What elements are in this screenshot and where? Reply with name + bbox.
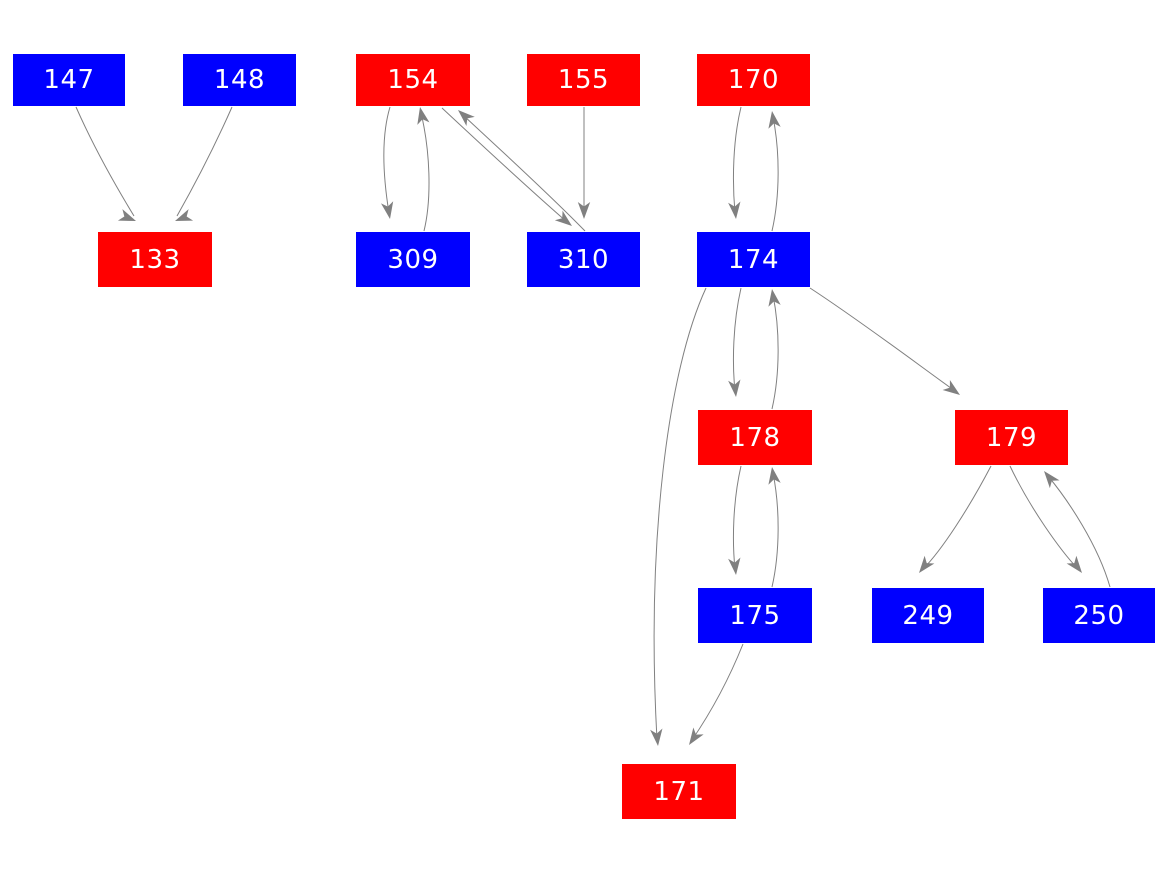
graph-edge-174-to-179	[809, 287, 960, 395]
graph-node-250[interactable]: 250	[1043, 588, 1155, 643]
edge-arrowhead	[768, 467, 781, 485]
graph-edge-179-to-249	[919, 465, 992, 573]
edge-arrowhead	[577, 202, 591, 219]
graph-node-174[interactable]: 174	[697, 232, 810, 287]
graph-node-label: 148	[213, 65, 266, 95]
edge-arrowhead	[175, 209, 194, 221]
graph-node-label: 170	[727, 65, 780, 95]
edge-line	[691, 643, 744, 741]
edge-line	[922, 465, 992, 570]
edge-line	[732, 465, 742, 570]
edge-line	[176, 106, 233, 217]
edge-arrowhead	[458, 110, 475, 127]
edge-arrowhead	[942, 379, 960, 395]
graph-node-147[interactable]: 147	[13, 54, 125, 106]
graph-node-label: 171	[653, 776, 705, 807]
graph-node-155[interactable]: 155	[527, 54, 640, 106]
edge-line	[462, 114, 586, 232]
graph-edge-154-to-309	[380, 106, 394, 219]
graph-node-label: 155	[557, 65, 610, 95]
graph-node-label: 178	[729, 422, 781, 453]
graph-edge-175-to-171	[689, 643, 744, 745]
graph-edge-174-to-170	[768, 111, 781, 232]
edge-arrowhead	[1066, 555, 1082, 573]
graph-edge-148-to-133	[175, 106, 233, 221]
edge-line	[441, 107, 568, 223]
graph-edge-174-to-178	[728, 287, 742, 397]
edge-arrowhead	[689, 727, 704, 745]
edge-arrowhead	[417, 107, 430, 125]
graph-edge-175-to-178	[768, 467, 781, 588]
graph-node-label: 147	[43, 65, 95, 95]
graph-edge-178-to-175	[728, 465, 742, 575]
edge-arrowhead	[554, 210, 572, 226]
edge-arrowhead	[768, 289, 781, 307]
edge-arrowhead	[728, 557, 741, 575]
graph-edge-309-to-154	[417, 107, 430, 232]
graph-node-178[interactable]: 178	[698, 410, 812, 465]
edge-line	[771, 116, 779, 232]
graph-node-154[interactable]: 154	[356, 54, 470, 106]
graph-node-171[interactable]: 171	[622, 764, 736, 819]
edge-line	[75, 106, 135, 217]
edge-line	[1047, 475, 1111, 588]
edge-line	[771, 472, 779, 588]
graph-node-label: 310	[557, 244, 610, 275]
graph-node-170[interactable]: 170	[697, 54, 810, 106]
edge-line	[809, 287, 956, 392]
edge-arrowhead	[1044, 471, 1060, 489]
graph-node-133[interactable]: 133	[98, 232, 212, 287]
graph-node-label: 175	[729, 600, 781, 631]
graph-node-179[interactable]: 179	[955, 410, 1068, 465]
edge-arrowhead	[380, 201, 394, 219]
graph-node-label: 179	[985, 422, 1038, 453]
graph-node-label: 154	[387, 65, 439, 95]
graph-edge-179-to-250	[1009, 465, 1082, 573]
edge-line	[420, 112, 430, 232]
edge-arrowhead	[728, 379, 741, 397]
graph-node-label: 309	[387, 244, 439, 275]
edge-line	[383, 106, 391, 214]
edge-arrowhead	[919, 555, 935, 573]
graph-node-label: 249	[902, 600, 954, 631]
graph-node-148[interactable]: 148	[183, 54, 296, 106]
graph-node-label: 133	[129, 244, 181, 275]
edge-arrowhead	[117, 209, 136, 221]
graph-edge-170-to-174	[728, 106, 742, 219]
edge-line	[1009, 465, 1079, 570]
graph-edge-310-to-154	[458, 110, 586, 232]
graph-edge-155-to-310	[577, 107, 591, 219]
edge-line	[653, 287, 707, 741]
edge-line	[771, 294, 779, 410]
edge-line	[732, 287, 742, 392]
edge-arrowhead	[650, 728, 663, 746]
graph-edge-250-to-179	[1044, 471, 1111, 588]
graph-node-175[interactable]: 175	[698, 588, 812, 643]
graph-edge-174-to-171	[650, 287, 707, 746]
edge-line	[732, 106, 742, 214]
graph-node-310[interactable]: 310	[527, 232, 640, 287]
graph-edge-178-to-174	[768, 289, 781, 410]
graph-node-label: 174	[727, 244, 780, 275]
graph-node-249[interactable]: 249	[872, 588, 984, 643]
graph-node-309[interactable]: 309	[356, 232, 470, 287]
graph-edge-147-to-133	[75, 106, 136, 221]
edge-arrowhead	[768, 111, 781, 129]
graph-edge-154-to-310	[441, 107, 572, 226]
edge-arrowhead	[728, 201, 741, 219]
graph-node-label: 250	[1073, 600, 1125, 631]
